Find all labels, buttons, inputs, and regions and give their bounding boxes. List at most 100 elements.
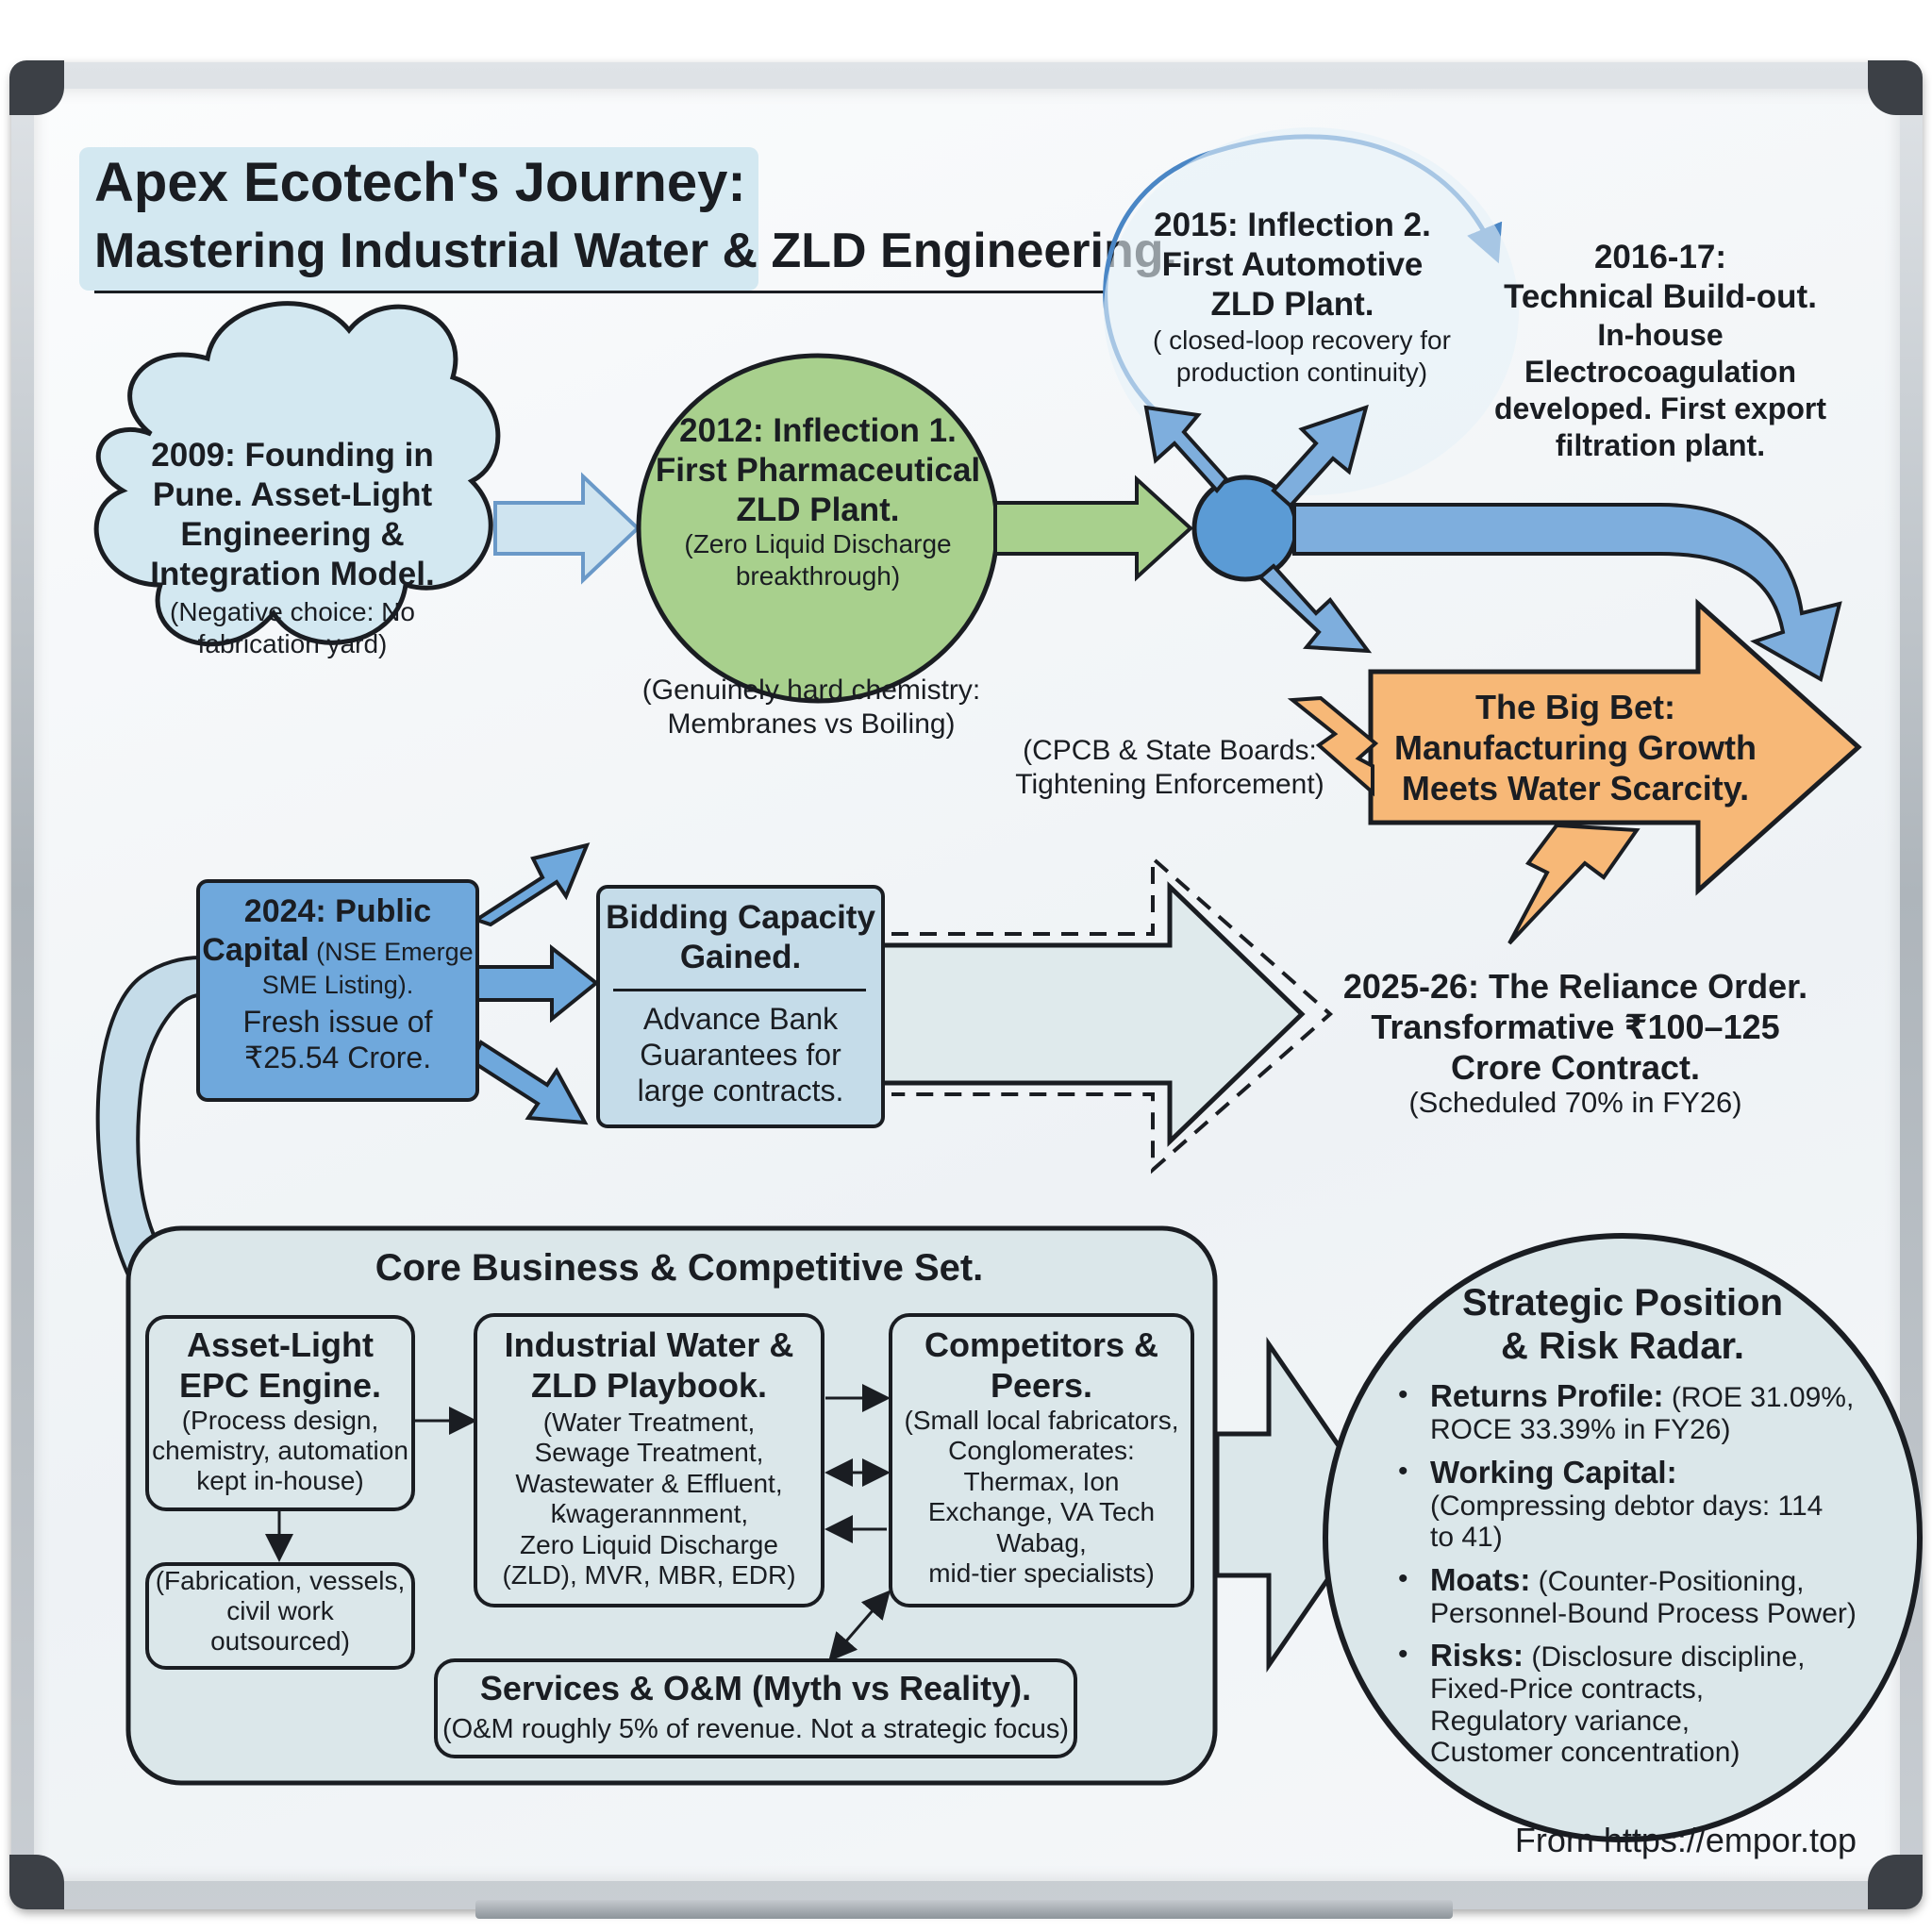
- bidding-title-line: Bidding Capacity: [606, 899, 875, 936]
- strategic-item: • Working Capital: (Compressing debtor d…: [1391, 1454, 1881, 1554]
- founding-note: (Negative choice: No fabrication yard): [113, 596, 472, 659]
- strategic-item-text: Regulatory variance,: [1430, 1705, 1690, 1737]
- epc-note-line: (Process design,: [181, 1406, 379, 1435]
- source-credit: From https://empor.top: [1514, 1821, 1857, 1859]
- ipo-arrow-up: [472, 842, 591, 927]
- strategic-item-text: ROCE 33.39% in FY26): [1430, 1413, 1731, 1445]
- reliance-line: Crore Contract.: [1450, 1048, 1701, 1088]
- bidding-body: Advance Bank Guarantees for large contra…: [600, 1002, 881, 1108]
- inflection2-note-line: ( closed-loop recovery for: [1153, 325, 1451, 355]
- ipo-box: [196, 879, 479, 1102]
- outsourced-line: (Fabrication, vessels,: [155, 1566, 406, 1595]
- playbook-note-line: Wastewater & Effluent,: [515, 1468, 783, 1498]
- playbook-note-line: Sewage Treatment,: [534, 1438, 764, 1468]
- inflection1-note-line: breakthrough): [735, 560, 901, 591]
- strategic-item-text: to 41): [1430, 1522, 1503, 1554]
- competitors-note-line: Exchange, VA Tech: [927, 1497, 1156, 1527]
- strategic-heading-line: & Risk Radar.: [1501, 1325, 1744, 1367]
- playbook-note-line: Ꝃwagerannment,: [549, 1499, 749, 1529]
- competitors-title-line: Competitors &: [924, 1325, 1158, 1364]
- buildout-body-line: Electrocoagulation: [1524, 355, 1797, 390]
- strategic-item-text: (ROE 31.09%,: [1663, 1382, 1855, 1413]
- inflection1-note: (Zero Liquid Discharge breakthrough): [648, 528, 988, 591]
- bidding-to-reliance-arrow: [879, 881, 1306, 1147]
- dashed-outline: [891, 854, 1334, 1174]
- inflection1-line: First Pharmaceutical: [655, 452, 981, 489]
- big-bet-line: Manufacturing Growth: [1394, 728, 1757, 768]
- competitors-note-line: Wabag,: [996, 1527, 1087, 1557]
- strategic-circle: [1323, 1233, 1923, 1842]
- outsourced-line: civil work: [226, 1596, 334, 1626]
- enforcement-note-line: Tightening Enforcement): [1015, 769, 1324, 800]
- reliance-note: (Scheduled 70% in FY26): [1408, 1086, 1742, 1119]
- competitors-box: [889, 1313, 1194, 1607]
- big-bet-text: The Big Bet: Manufacturing Growth Meets …: [1377, 687, 1774, 809]
- strategic-item-label: Moats:: [1430, 1561, 1531, 1597]
- ipo-title: 2024: Public: [243, 893, 432, 929]
- founding-line: Integration Model.: [150, 556, 435, 592]
- big-bet-arrow: [1368, 598, 1862, 896]
- strategic-item: • Risks: (Disclosure discipline, Fixed-P…: [1391, 1638, 1881, 1769]
- founding-note-line: fabrication yard): [197, 628, 388, 658]
- strategic-item: • Returns Profile: (ROE 31.09%, ROCE 33.…: [1391, 1378, 1881, 1446]
- ipo-title-line3: SME Listing).: [261, 970, 414, 999]
- founding-note-line: (Negative choice: No: [170, 597, 415, 626]
- inflection2-title: 2015: Inflection 2. First Automotive ZLD…: [1132, 206, 1453, 325]
- epc-note-line: kept in-house): [196, 1466, 364, 1496]
- playbook-title: Industrial Water & ZLD Playbook.: [474, 1324, 824, 1406]
- competitors-title: Competitors & Peers.: [889, 1324, 1194, 1406]
- founding-cloud: [93, 301, 501, 647]
- bidding-box: [596, 885, 885, 1128]
- buildout-title: 2016-17: Technical Build-out.: [1491, 238, 1830, 317]
- strategic-item-label: Returns Profile:: [1430, 1378, 1664, 1413]
- bidding-body-line: Guarantees for: [640, 1037, 841, 1072]
- reliance-line: 2025-26: The Reliance Order.: [1342, 967, 1808, 1006]
- strategic-item-label: Working Capital:: [1430, 1454, 1677, 1490]
- competitors-title-line: Peers.: [990, 1366, 1093, 1406]
- bidding-body-line: large contracts.: [637, 1073, 844, 1108]
- epc-note: (Process design, chemistry, automation k…: [142, 1406, 419, 1497]
- big-bet-line: The Big Bet:: [1475, 688, 1675, 726]
- bullet-icon: •: [1398, 1562, 1408, 1594]
- bidding-title: Bidding Capacity Gained.: [600, 898, 881, 977]
- inflection2-line: ZLD Plant.: [1210, 286, 1374, 323]
- competitors-note-line: mid-tier specialists): [928, 1558, 1155, 1589]
- page-subtitle: Mastering Industrial Water & ZLD Enginee…: [94, 224, 1177, 278]
- lightning-down: [1507, 823, 1641, 945]
- core-heading: Core Business & Competitive Set.: [375, 1247, 984, 1289]
- epc-title-line: EPC Engine.: [178, 1366, 382, 1406]
- core-to-strategic-arrow: [1214, 1336, 1383, 1674]
- inflection1-note-line: (Zero Liquid Discharge: [684, 529, 952, 558]
- ipo-arrow-down: [469, 1040, 589, 1125]
- inflection2-note-line: production continuity): [1175, 357, 1428, 387]
- playbook-note: (Water Treatment, Sewage Treatment, Wast…: [474, 1407, 824, 1591]
- ipo-title-bold: Capital: [202, 931, 309, 968]
- big-bet-line: Meets Water Scarcity.: [1401, 769, 1750, 808]
- buildout-line: 2016-17:: [1593, 239, 1727, 275]
- title-underline: [94, 291, 1104, 293]
- strategic-list: • Returns Profile: (ROE 31.09%, ROCE 33.…: [1391, 1378, 1881, 1769]
- epc-note-line: chemistry, automation: [152, 1436, 408, 1466]
- epc-box: [145, 1315, 415, 1511]
- chemistry-note-line: Membranes vs Boiling): [667, 708, 956, 740]
- strategic-item-label: Risks:: [1430, 1638, 1524, 1674]
- founding-line: Engineering &: [180, 516, 405, 553]
- frame-corner: [9, 60, 64, 115]
- playbook-title-line: ZLD Playbook.: [530, 1366, 768, 1406]
- inflection2-line: First Automotive: [1161, 246, 1424, 283]
- buildout-body-line: developed. First export: [1493, 391, 1827, 426]
- hub-arrow-up-right: [1271, 404, 1369, 508]
- arrow-2012-to-node: [993, 475, 1193, 582]
- frame-corner: [1868, 60, 1923, 115]
- strategic-heading-line: Strategic Position: [1461, 1282, 1784, 1324]
- frame-corner: [1868, 1855, 1923, 1909]
- strategic-item-text: Customer concentration): [1430, 1737, 1740, 1769]
- ipo-arrow-mid: [475, 943, 600, 1024]
- inflection1-line: 2012: Inflection 1.: [679, 412, 957, 449]
- inflection1-title: 2012: Inflection 1. First Pharmaceutical…: [648, 411, 988, 530]
- title-highlight: [79, 147, 758, 291]
- outsourced-line: outsourced): [210, 1626, 350, 1657]
- services-box: [434, 1658, 1077, 1758]
- competitors-note: (Small local fabricators, Conglomerates:…: [885, 1406, 1198, 1590]
- strategic-item-text: Personnel-Bound Process Power): [1430, 1597, 1857, 1629]
